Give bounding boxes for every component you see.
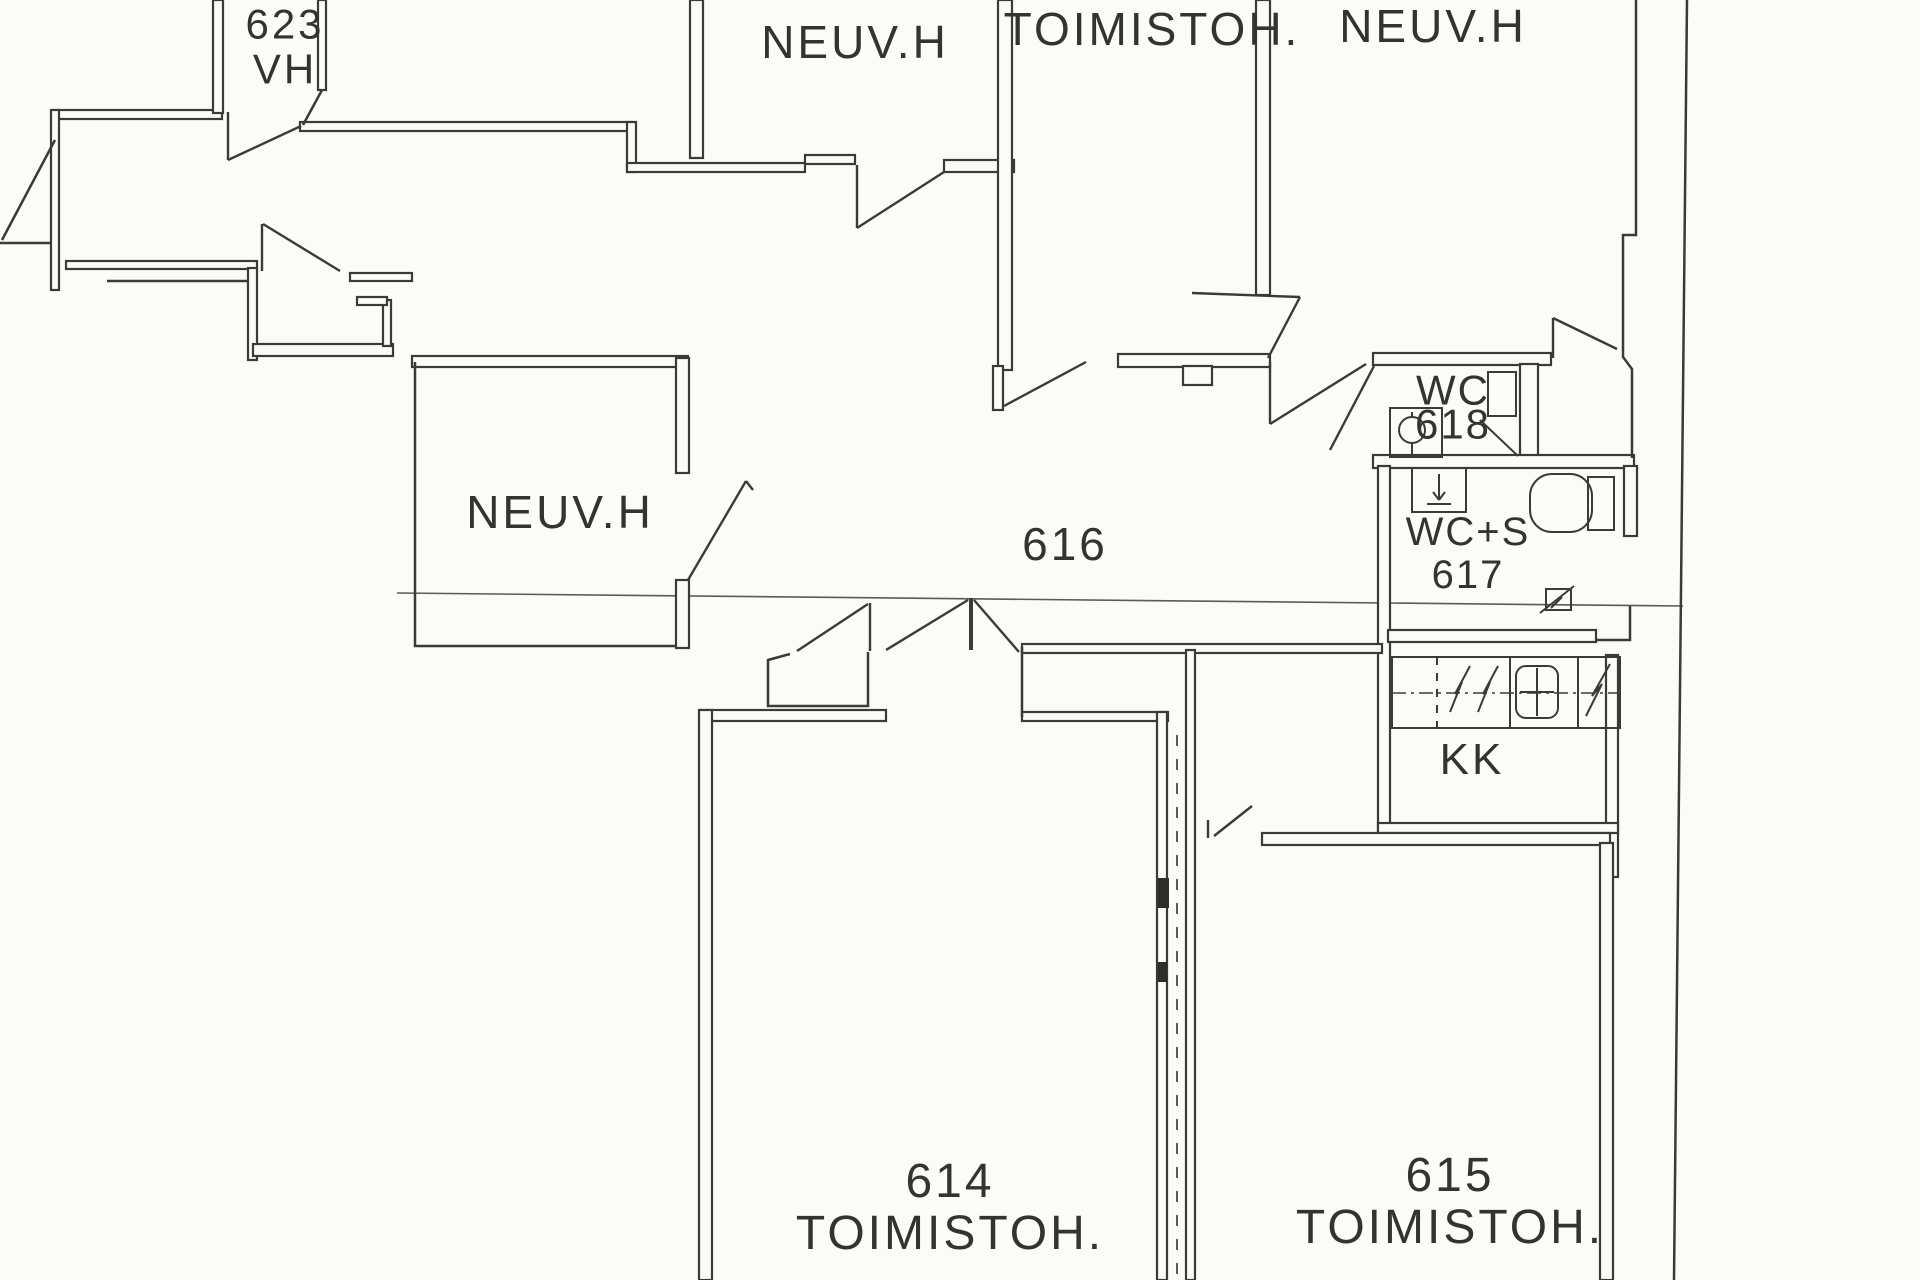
wall-hatch-marks (1158, 878, 1169, 982)
fixtures-layer (1389, 371, 1621, 729)
double-door-hall-616 (885, 598, 1020, 653)
wall-segment (53, 108, 224, 121)
wall-segment (298, 120, 634, 133)
wall-line (301, 89, 324, 126)
door-swing-neuvh-top (855, 165, 945, 230)
wall-segment (1181, 364, 1214, 387)
wall-segment (996, 0, 1014, 372)
wall-segment (251, 342, 395, 358)
wall-segment (803, 153, 857, 166)
kitchen-counter (1391, 656, 1621, 729)
cistern-icon (1487, 371, 1517, 417)
doors-layer (226, 112, 1618, 838)
wall-segment (1020, 642, 1384, 655)
wall-segment (316, 0, 328, 92)
wall-segment (942, 158, 1016, 174)
wall-segment (1376, 821, 1620, 835)
wall-line (1621, 0, 1638, 458)
wall-segment (1155, 710, 1169, 1280)
wall-segment (211, 0, 225, 115)
wall-segment (991, 364, 1005, 412)
door-swing-wc618 (1328, 365, 1376, 451)
wall-segment (688, 0, 705, 160)
wall-segment (1020, 710, 1170, 723)
square-washbasin-icon (1411, 467, 1467, 513)
wall-segment (1371, 453, 1636, 470)
wall-segment (625, 161, 807, 174)
wall-segment (1371, 351, 1553, 367)
wall-segment (246, 266, 259, 362)
wall-chamfer (1479, 419, 1519, 457)
wall-segment (348, 271, 414, 283)
wall-segment (410, 354, 690, 369)
door-swing-neuvh-right-west (1191, 291, 1302, 359)
fridge-zigzag-icon (1585, 663, 1611, 717)
round-washbasin-icon (1389, 407, 1443, 458)
exterior-wall-line (1672, 0, 1689, 1280)
door-swing-corridor-left (260, 222, 341, 273)
wall-segment (355, 295, 389, 307)
walls-layer (49, 0, 1639, 1280)
door-swing-wc-lobby (1268, 362, 1367, 426)
wall-line (0, 139, 57, 241)
floor-drain-icon (1539, 585, 1575, 614)
wall-segment (381, 298, 393, 348)
wall-line (766, 652, 870, 708)
door-swing-623 (226, 112, 302, 162)
wall-segment (674, 578, 691, 650)
wall-segment (1518, 362, 1540, 462)
door-swing-615 (1206, 805, 1253, 838)
wall-line (413, 362, 676, 648)
wall-segment (64, 259, 259, 271)
door-swing-neuvh-left (686, 480, 754, 581)
wall-segment (1598, 841, 1615, 1280)
kitchen-sink-icon (1515, 665, 1559, 719)
stove-zigzag-icon (1449, 665, 1499, 713)
wall-segment (698, 708, 888, 723)
door-swing-neuvh-right-east (1551, 316, 1618, 358)
wall-segment (674, 356, 691, 475)
wall-segment (1622, 464, 1639, 538)
single-walls-layer (0, 0, 1689, 1280)
toilet-icon (1529, 473, 1615, 533)
wall-segment (1386, 628, 1598, 644)
door-swing-toimistoh (1003, 360, 1087, 408)
wall-line (1596, 606, 1632, 642)
door-swing-614 (796, 602, 872, 653)
wall-segment (697, 708, 714, 1280)
wall-segment (49, 108, 61, 292)
section-line (396, 592, 1684, 607)
wall-segment (1184, 648, 1197, 1280)
wall-segment (1260, 831, 1612, 847)
wall-segment (1254, 0, 1272, 297)
